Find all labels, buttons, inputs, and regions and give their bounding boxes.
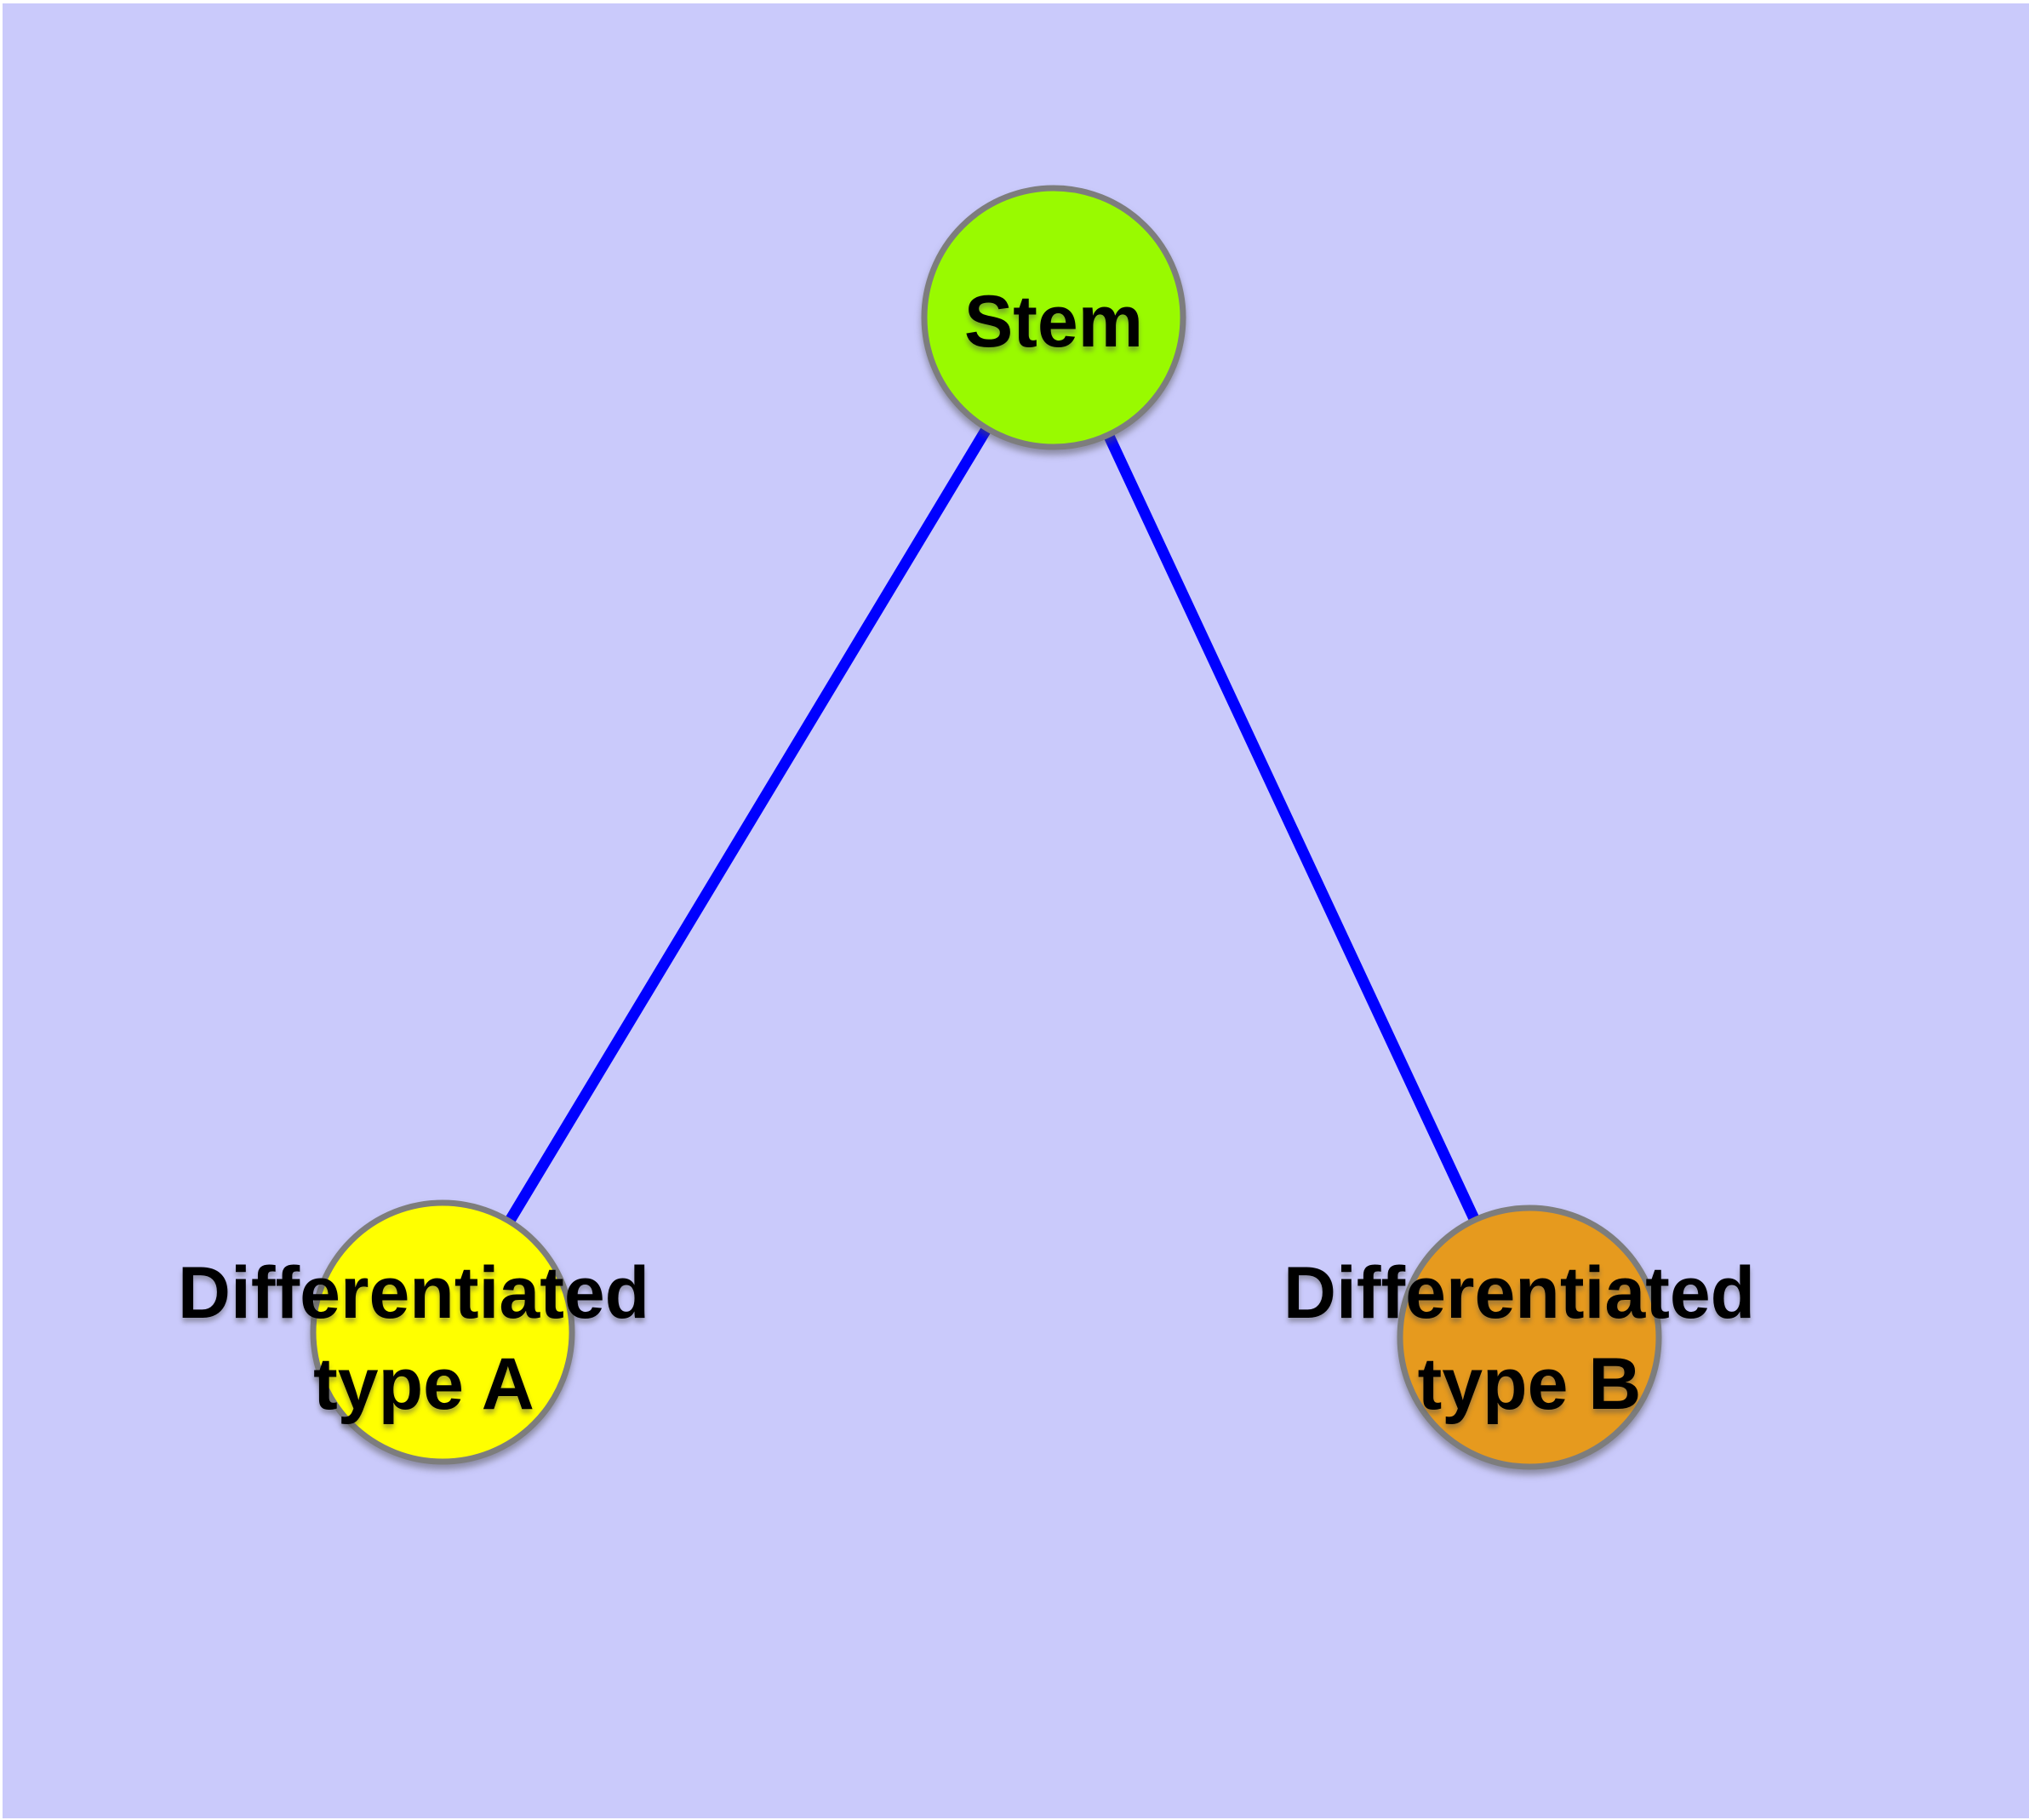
edge-stem-to-type-b bbox=[1049, 315, 1535, 1340]
differentiated-type-b-label: Differentiated type B bbox=[1283, 1252, 1775, 1425]
differentiated-type-a-label-line2: type A bbox=[313, 1343, 534, 1425]
stem-node-label-line1: Stem bbox=[964, 281, 1143, 363]
differentiated-type-b-label-line2: type B bbox=[1418, 1343, 1642, 1425]
differentiated-type-a-label-line1: Differentiated bbox=[178, 1252, 649, 1334]
differentiated-type-b-label-line1: Differentiated bbox=[1283, 1252, 1755, 1334]
differentiated-type-a-label: Differentiated type A bbox=[178, 1252, 670, 1425]
differentiated-type-a-node bbox=[310, 1199, 575, 1465]
edge-stem-to-type-a bbox=[437, 314, 1059, 1336]
stem-node-label: Stem bbox=[964, 281, 1143, 363]
differentiated-type-b-node bbox=[1397, 1205, 1662, 1470]
stem-node bbox=[921, 185, 1186, 450]
